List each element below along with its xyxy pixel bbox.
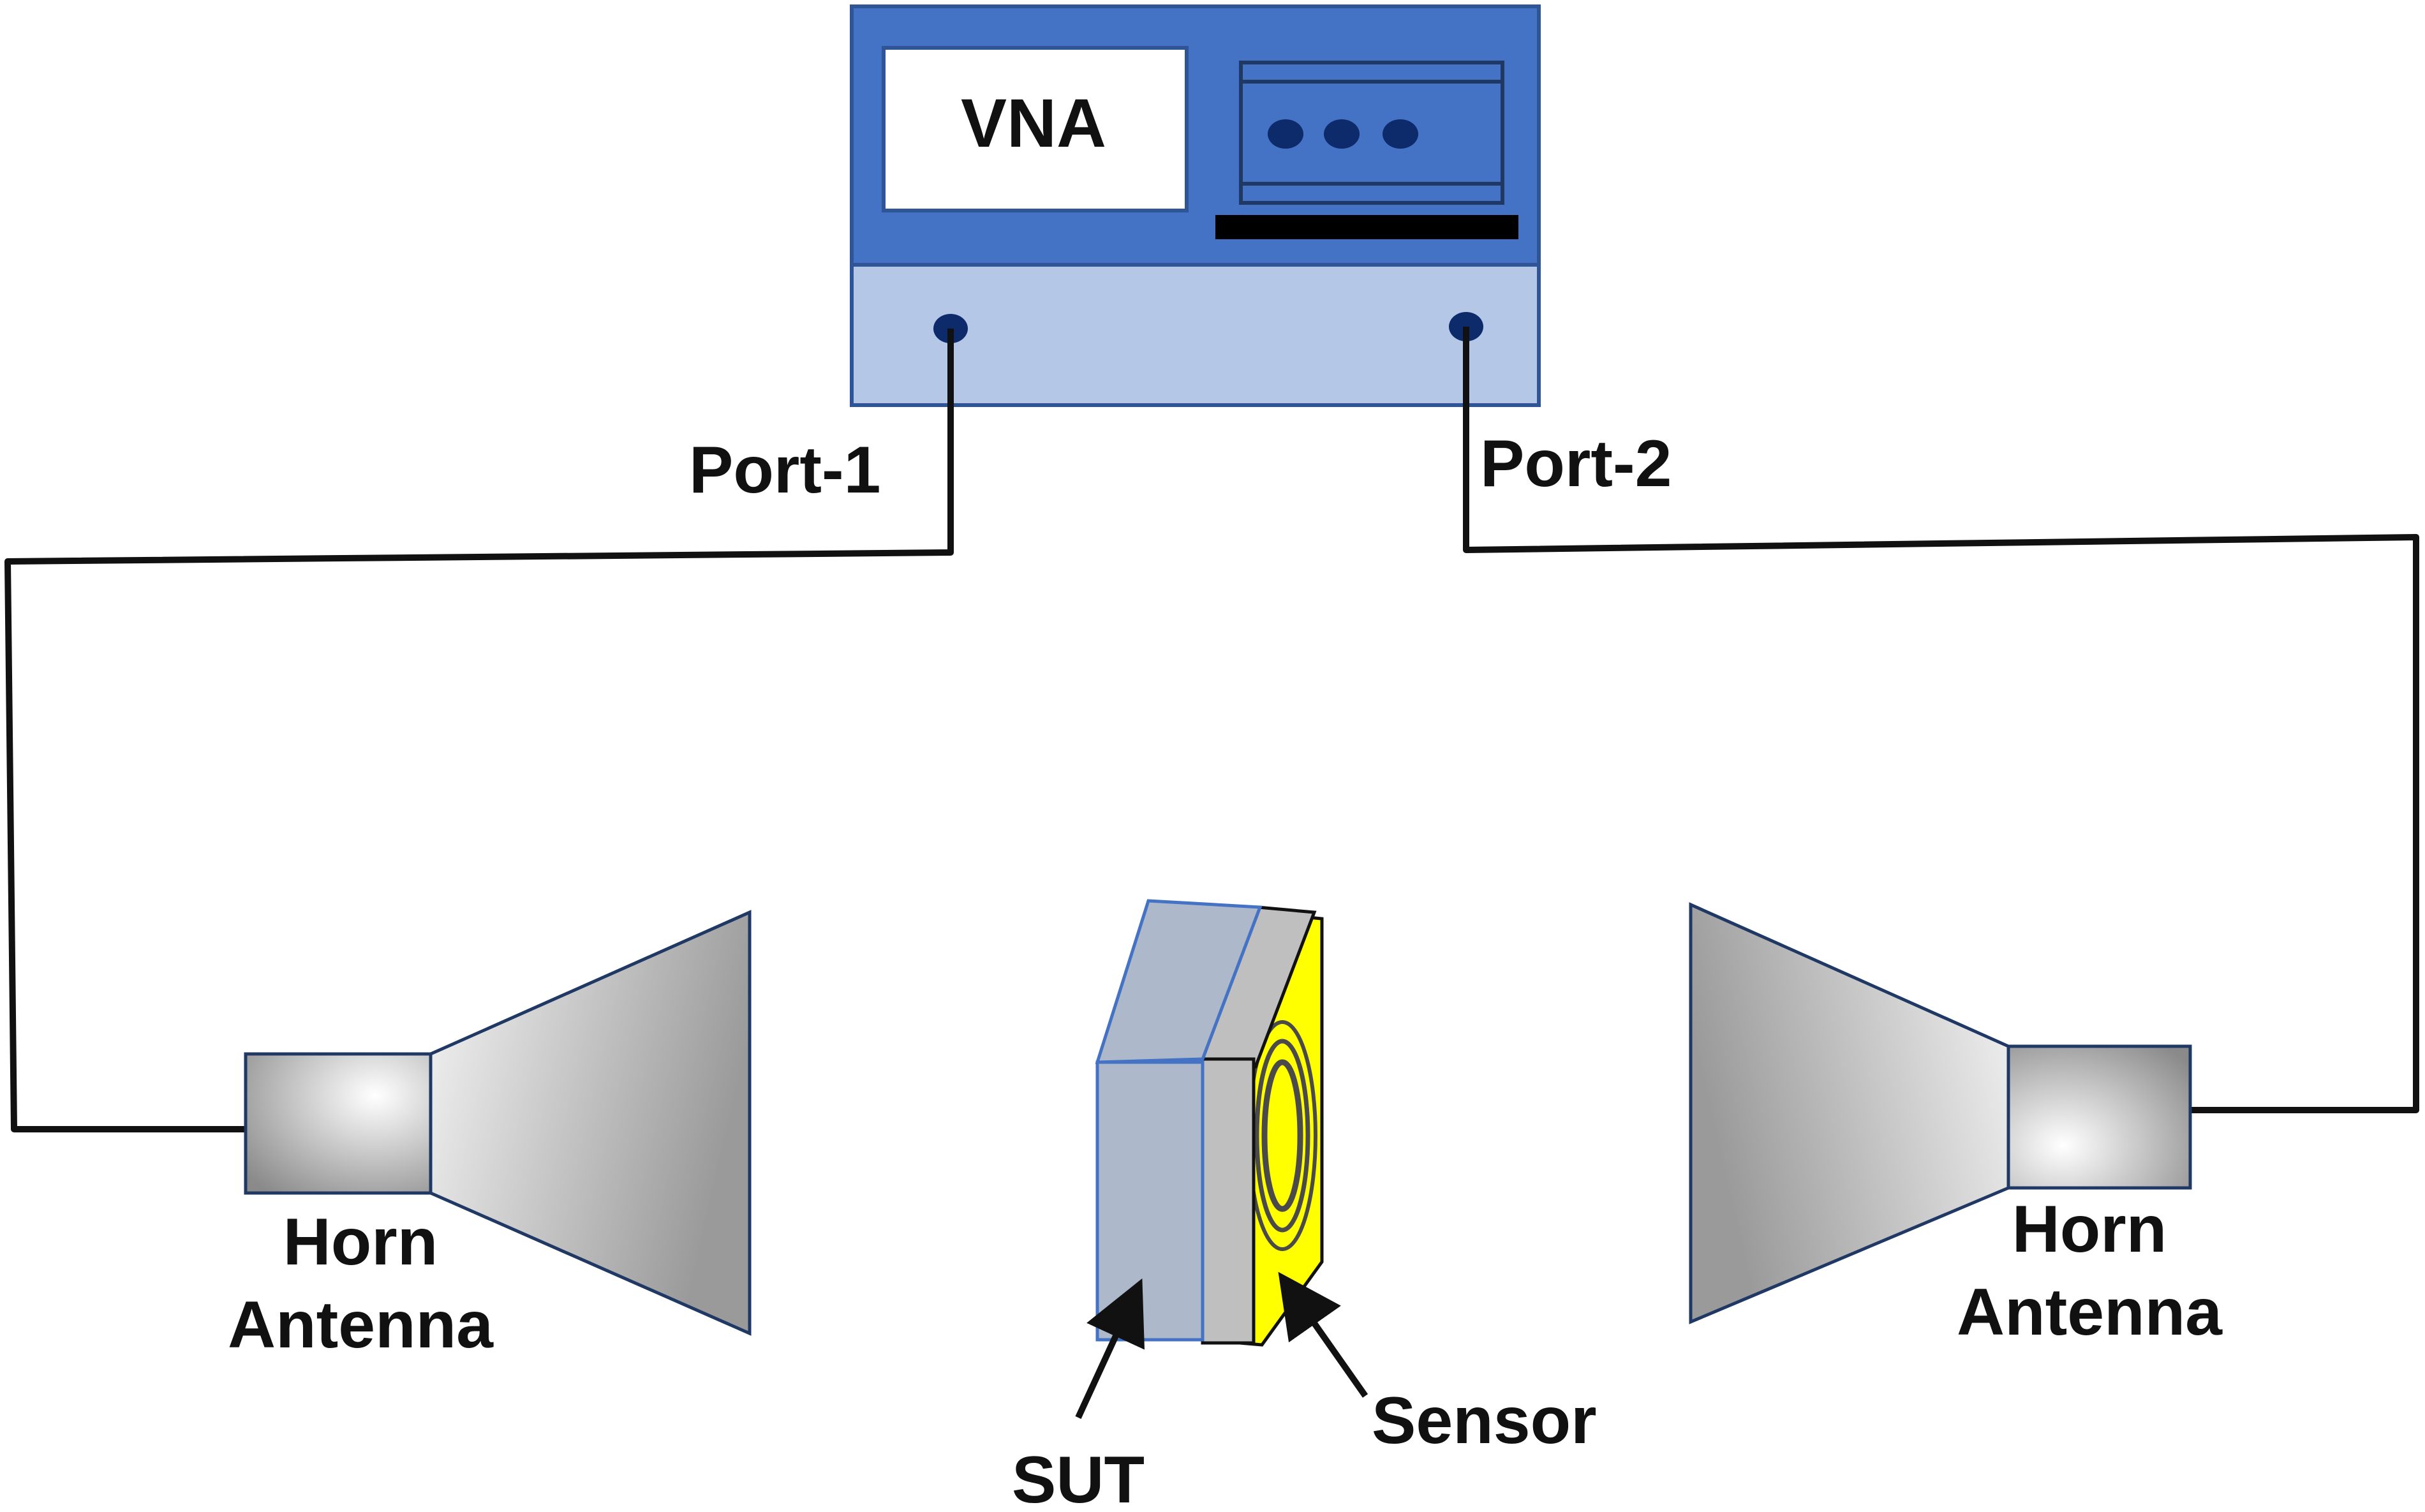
right-horn-label-line1: Horn <box>2012 1192 2167 1266</box>
vna-screen <box>882 46 1189 212</box>
vna-knob <box>1268 119 1303 149</box>
cable-port-2 <box>1463 327 2419 1113</box>
sensor-pointer-arrow <box>1278 1271 1368 1398</box>
sut-top <box>1095 899 1263 1064</box>
port-2-label: Port-2 <box>1480 427 1672 501</box>
port-1-label: Port-1 <box>689 433 880 507</box>
sut-label: SUT <box>1012 1443 1145 1512</box>
right-horn-waveguide <box>2006 1044 2192 1190</box>
cable-port-1 <box>4 329 954 1132</box>
substrate-front <box>1201 1057 1256 1345</box>
sut-front <box>1095 1060 1205 1342</box>
right-horn-antenna: Horn Antenna <box>1689 902 2223 1349</box>
right-horn-label-line2: Antenna <box>1957 1275 2223 1349</box>
left-horn-label-line2: Antenna <box>228 1288 494 1362</box>
vna-knob <box>1324 119 1360 149</box>
left-horn-antenna: Horn Antenna <box>228 910 752 1362</box>
right-horn-flare <box>1689 902 2010 1324</box>
vna-screen-label: VNA <box>961 84 1106 161</box>
left-horn-flare <box>429 910 752 1336</box>
left-horn-label-line1: Horn <box>283 1205 438 1279</box>
vna-instrument: VNA <box>850 4 1541 407</box>
sensor-label: Sensor <box>1372 1384 1597 1458</box>
vna-knob <box>1383 119 1418 149</box>
vna-front-panel <box>850 263 1541 407</box>
vna-slot <box>1215 215 1518 239</box>
left-horn-waveguide <box>244 1052 433 1195</box>
sut-pointer-arrow <box>1075 1278 1145 1419</box>
